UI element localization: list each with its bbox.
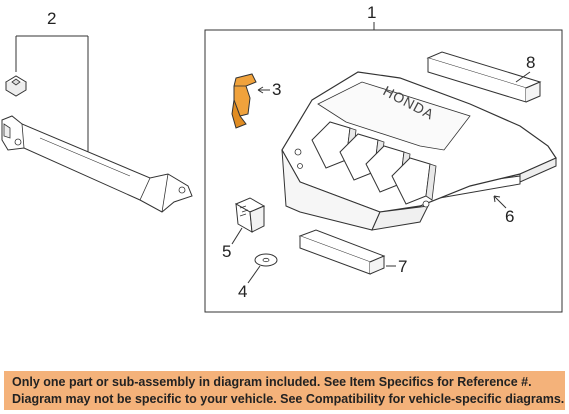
clip-part [5,75,27,97]
disclaimer-line-1: Only one part or sub-assembly in diagram… [12,374,532,389]
callout-4-label: 4 [238,282,247,301]
callout-8-leader [515,71,531,83]
callout-1-label: 1 [367,3,376,22]
callout-4-leader [247,265,261,284]
callout-6-arrow [493,195,507,209]
bracket-part [1,115,193,213]
callout-8-label: 8 [526,53,535,72]
pad-part-7 [298,229,386,275]
callout-7-label: 7 [398,257,407,276]
callout-2-leader [15,35,89,160]
highlighted-clip-part-3 [231,73,257,129]
disclaimer-banner: Only one part or sub-assembly in diagram… [4,371,565,410]
pad-part-8 [426,51,542,103]
callout-5-label: 5 [222,242,231,261]
disclaimer-line-2: Diagram may not be specific to your vehi… [12,391,565,406]
assembly-frame [204,29,563,313]
callout-2-label: 2 [47,9,56,28]
callout-3-label: 3 [272,80,281,99]
engine-cover-part: HONDA [281,71,557,231]
callout-6-label: 6 [505,207,514,226]
callout-5-leader [231,227,243,245]
grommet-part-5 [234,197,266,233]
washer-part-4 [254,253,278,267]
callout-3-arrow [257,86,270,94]
